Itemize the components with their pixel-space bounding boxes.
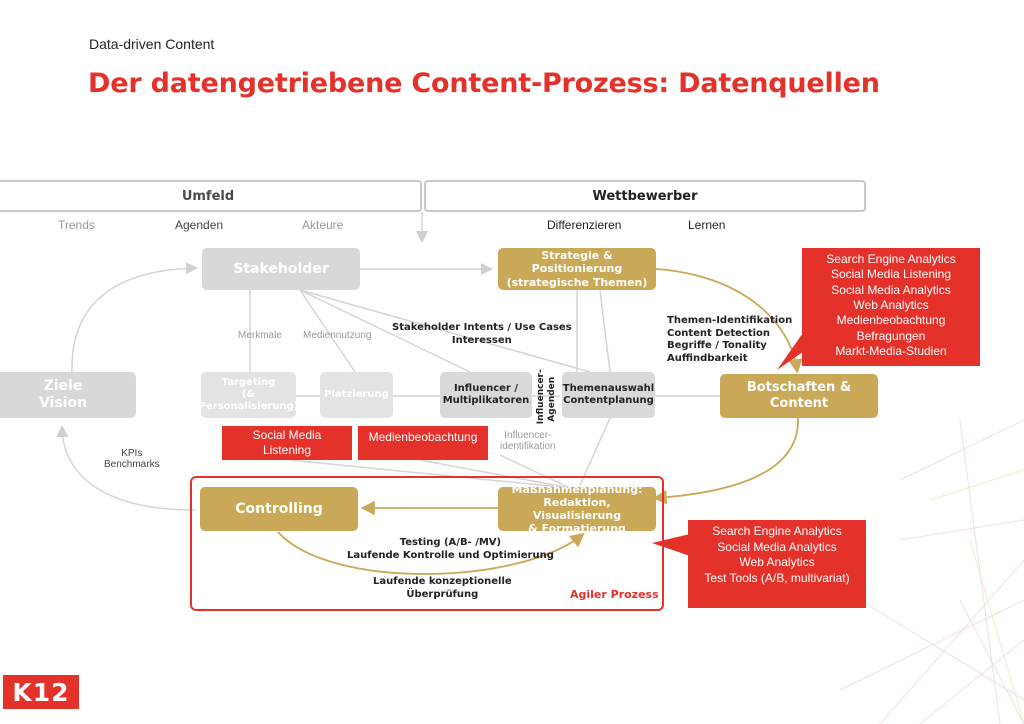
node-ziele-line1: Ziele (43, 378, 83, 395)
label-konzeptionell-line2: Überprüfung (406, 588, 479, 600)
wettbewerber-label: Wettbewerber (592, 188, 698, 204)
node-ziele-line2: Vision (38, 395, 88, 411)
label-themen-ident-line2: Content Detection (667, 327, 771, 339)
background-network-lines (839, 419, 1024, 724)
node-platzierung-label: Platzierung (324, 389, 389, 400)
wettbewerber-item-lernen: Lernen (688, 218, 726, 232)
label-influencer-agenden: Influencer-Agenden (535, 369, 559, 425)
label-intents-line1: Stakeholder Intents / Use Cases (392, 322, 572, 333)
umfeld-item-trends: Trends (58, 218, 95, 232)
k12-logo: K12 (3, 675, 79, 709)
datasource-sml-line2: Listening (262, 443, 312, 457)
node-targeting-line3: Personalisierung) (198, 401, 299, 412)
node-themenauswahl-line2: Contentplanung (563, 395, 654, 406)
label-testing-line1: Testing (A/B- /MV) (399, 537, 502, 548)
label-intents-line2: Interessen (451, 334, 512, 346)
callout-pointer-bottom (652, 534, 690, 556)
label-influencer-agenden-line2: Agenden (547, 376, 557, 422)
datasource-br-item-2: Social Media Analytics (717, 539, 837, 554)
node-controlling: Controlling (200, 487, 358, 531)
node-stakeholder-label: Stakeholder (233, 260, 329, 277)
datasource-tr-item-5: Medienbeobachtung (836, 313, 946, 328)
datasource-tr-item-7: Markt-Media-Studien (835, 344, 947, 359)
node-themenauswahl-line1: Themenauswahl (562, 383, 655, 394)
wettbewerber-header: Wettbewerber (424, 180, 866, 212)
label-testing-line2: Laufende Kontrolle und Optimierung (347, 549, 554, 561)
slide-subtitle: Data-driven Content (89, 36, 215, 52)
label-influencer-agenden-line1: Influencer- (535, 369, 546, 425)
node-massnahmen-line1: Maßnahmenplanung: (511, 482, 643, 496)
label-konzeptionell-line1: Laufende konzeptionelle (373, 576, 512, 587)
label-agiler-prozess: Agiler Prozess (570, 588, 659, 601)
node-targeting-line1: Targeting (221, 377, 276, 388)
label-themen-ident-line1: Themen-Identifikation (667, 315, 793, 326)
node-stakeholder: Stakeholder (202, 248, 360, 290)
umfeld-item-agenden: Agenden (175, 218, 224, 232)
node-massnahmen-line3: & Formatierung (528, 522, 626, 536)
label-themen-ident-line4: Auffindbarkeit (667, 352, 748, 364)
label-kpis-line1: KPIs (121, 448, 143, 459)
datasource-tr-item-6: Befragungen (856, 328, 926, 343)
label-kpis-line2: Benchmarks (104, 459, 160, 470)
node-controlling-label: Controlling (235, 500, 323, 517)
datasource-callout-bottom-right: Search Engine Analytics Social Media Ana… (688, 520, 866, 608)
node-strategie: Strategie & Positionierung(strategische … (498, 248, 656, 290)
umfeld-header: Umfeld (0, 180, 422, 212)
datasource-br-item-1: Search Engine Analytics (712, 524, 842, 538)
datasource-medienbeobachtung: Medienbeobachtung (358, 426, 488, 460)
label-themen-ident-line3: Begriffe / Tonality (667, 340, 767, 351)
label-testing: Testing (A/B- /MV)Laufende Kontrolle und… (347, 537, 554, 562)
wettbewerber-item-differenzieren: Differenzieren (547, 218, 622, 232)
node-strategie-line1: Strategie & Positionierung (531, 249, 623, 276)
slide-title: Der datengetriebene Content-Prozess: Dat… (88, 68, 880, 99)
datasource-callout-top-right: Search Engine Analytics Social Media Lis… (802, 248, 980, 366)
label-influencer-identifikation: Influencer-identifikation (500, 430, 556, 452)
umfeld-label: Umfeld (181, 188, 235, 204)
datasource-tr-item-4: Web Analytics (853, 298, 929, 313)
label-mediennutzung: Mediennutzung (303, 330, 372, 341)
node-influencer: Influencer /Multiplikatoren (440, 372, 532, 418)
label-influencer-ident-line2: identifikation (500, 441, 556, 452)
node-influencer-line2: Multiplikatoren (442, 395, 530, 406)
node-strategie-line2: (strategische Themen) (506, 275, 648, 289)
datasource-tr-item-1: Search Engine Analytics (826, 252, 956, 266)
datasource-br-item-3: Web Analytics (739, 555, 815, 570)
node-influencer-line1: Influencer / (453, 383, 519, 394)
node-botschaften-content: Botschaften &Content (720, 374, 878, 418)
node-platzierung: Platzierung (320, 372, 393, 418)
datasource-tr-item-3: Social Media Analytics (831, 282, 951, 297)
datasource-tr-item-2: Social Media Listening (830, 267, 952, 282)
node-botschaften-line1: Botschaften & (746, 380, 852, 396)
node-targeting: Targeting(&Personalisierung) (198, 372, 299, 418)
node-botschaften-line2: Content (769, 396, 829, 411)
label-merkmale: Merkmale (238, 330, 282, 341)
umfeld-item-akteure: Akteure (302, 218, 344, 232)
datasource-sml-line1: Social Media (252, 428, 322, 442)
node-massnahmen-line2: Redaktion, Visualisierung (532, 495, 622, 522)
datasource-br-item-4: Test Tools (A/B, multivariat) (704, 570, 850, 585)
label-influencer-ident-line1: Influencer- (504, 430, 552, 441)
node-massnahmenplanung: Maßnahmenplanung:Redaktion, Visualisieru… (498, 483, 656, 535)
node-targeting-line2: (& (241, 389, 256, 400)
